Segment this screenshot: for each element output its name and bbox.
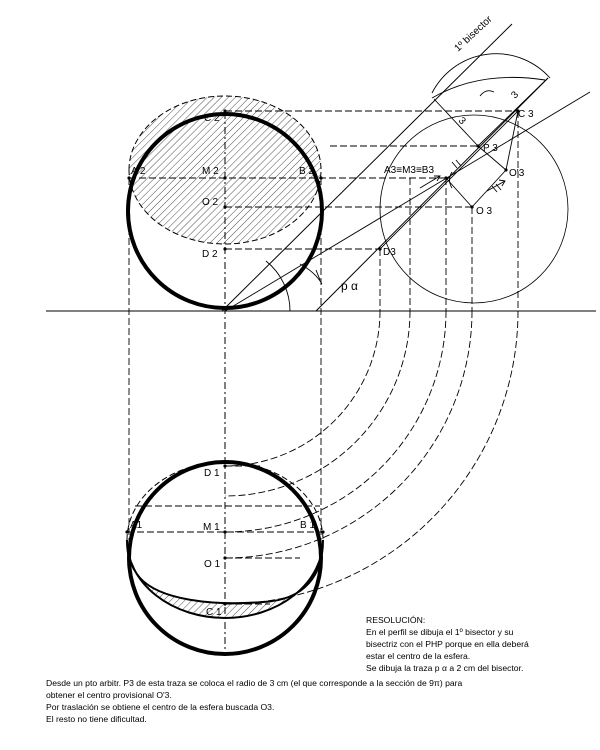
section-ellipse-plan (126, 539, 324, 619)
tick-mark-3 (491, 185, 498, 193)
label-M2: M 2 (202, 166, 219, 177)
parallel-arrow-2 (486, 180, 506, 192)
label-P3: P 3 (483, 143, 498, 154)
label-A2: A 2 (131, 166, 146, 177)
label-O3: O 3 (476, 206, 493, 217)
trace-p-alpha (315, 77, 549, 312)
profile-small-arc-2 (479, 90, 495, 97)
profile-diameter (379, 110, 519, 250)
label-D2: D 2 (202, 249, 218, 260)
label-B1: B 1 (300, 520, 315, 531)
profile-line-radius (433, 98, 479, 147)
note-line: bisectriz con el PHP porque en ella debe… (366, 639, 529, 649)
label-D1: D 1 (204, 468, 220, 479)
parallel-arrow-2-head (498, 179, 506, 187)
label-dim-3: 3 (456, 115, 468, 127)
label-B2: B 2 (299, 166, 314, 177)
label-O2: O 2 (202, 197, 219, 208)
tick-mark-4 (495, 183, 502, 191)
profile-line-M-O3 (445, 177, 473, 208)
label-O3prime: O'3 (509, 168, 525, 179)
note-line: Se dibuja la traza p α a 2 cm del bisect… (366, 663, 524, 673)
transfer-arc-4 (224, 310, 473, 559)
tick-mark-1 (451, 161, 458, 169)
procedure-note: Desde un pto arbitr. P3 de esta traza se… (46, 677, 462, 725)
label-A3M3B3: A3≡M3≡B3 (384, 165, 434, 176)
note-line: En el perfil se dibuja el 1º bisector y … (366, 627, 514, 637)
parallel-arrow-1-head (434, 175, 441, 182)
transfer-arc-3 (224, 310, 447, 533)
first-bisector-line (221, 23, 513, 312)
label-C3: C 3 (518, 109, 534, 120)
angle-bisector-line (224, 91, 591, 312)
label-D3: D3 (383, 247, 396, 258)
profile-line-O3prime-O3 (471, 169, 507, 208)
profile-line-C3-O3prime (505, 110, 519, 171)
tick-mark-2 (455, 159, 462, 167)
label-C2: C 2 (204, 113, 220, 124)
resolution-note: RESOLUCIÓN: En el perfil se dibuja el 1º… (366, 614, 529, 674)
note-line: Desde un pto arbitr. P3 de esta traza se… (46, 678, 463, 688)
note-line: RESOLUCIÓN: (366, 615, 426, 625)
profile-small-arc (449, 171, 453, 189)
section-ellipse-elevation (128, 95, 322, 245)
label-O1: O 1 (204, 559, 221, 570)
profile-line-P-O3prime (477, 145, 507, 171)
profile-aux-arc-2 (431, 76, 546, 99)
label-bisector: 1º bisector (453, 14, 495, 55)
label-A1: A1 (130, 520, 143, 531)
label-p-alpha: p α (341, 279, 358, 293)
angle-tick (315, 269, 321, 281)
transfer-arc-5 (224, 310, 519, 605)
label-C1: C 1 (206, 607, 222, 618)
transfer-arc-1 (224, 310, 381, 467)
note-line: El resto no tiene dificultad. (46, 714, 147, 724)
parallel-arrow-1 (419, 175, 441, 189)
point-markers (125, 109, 520, 606)
angle-arc-large (265, 260, 291, 312)
label-dim-3b: 3 (509, 89, 521, 101)
note-line: Por traslación se obtiene el centro de l… (46, 702, 275, 712)
note-line: estar el centro de la esfera. (366, 651, 471, 661)
transfer-arc-2 (224, 310, 411, 497)
note-line: obtener el centro provisional O'3. (46, 690, 172, 700)
profile-line-3 (477, 77, 549, 147)
sphere-profile (379, 114, 569, 304)
profile-aux-arc (431, 53, 551, 94)
label-M1: M 1 (203, 522, 220, 533)
